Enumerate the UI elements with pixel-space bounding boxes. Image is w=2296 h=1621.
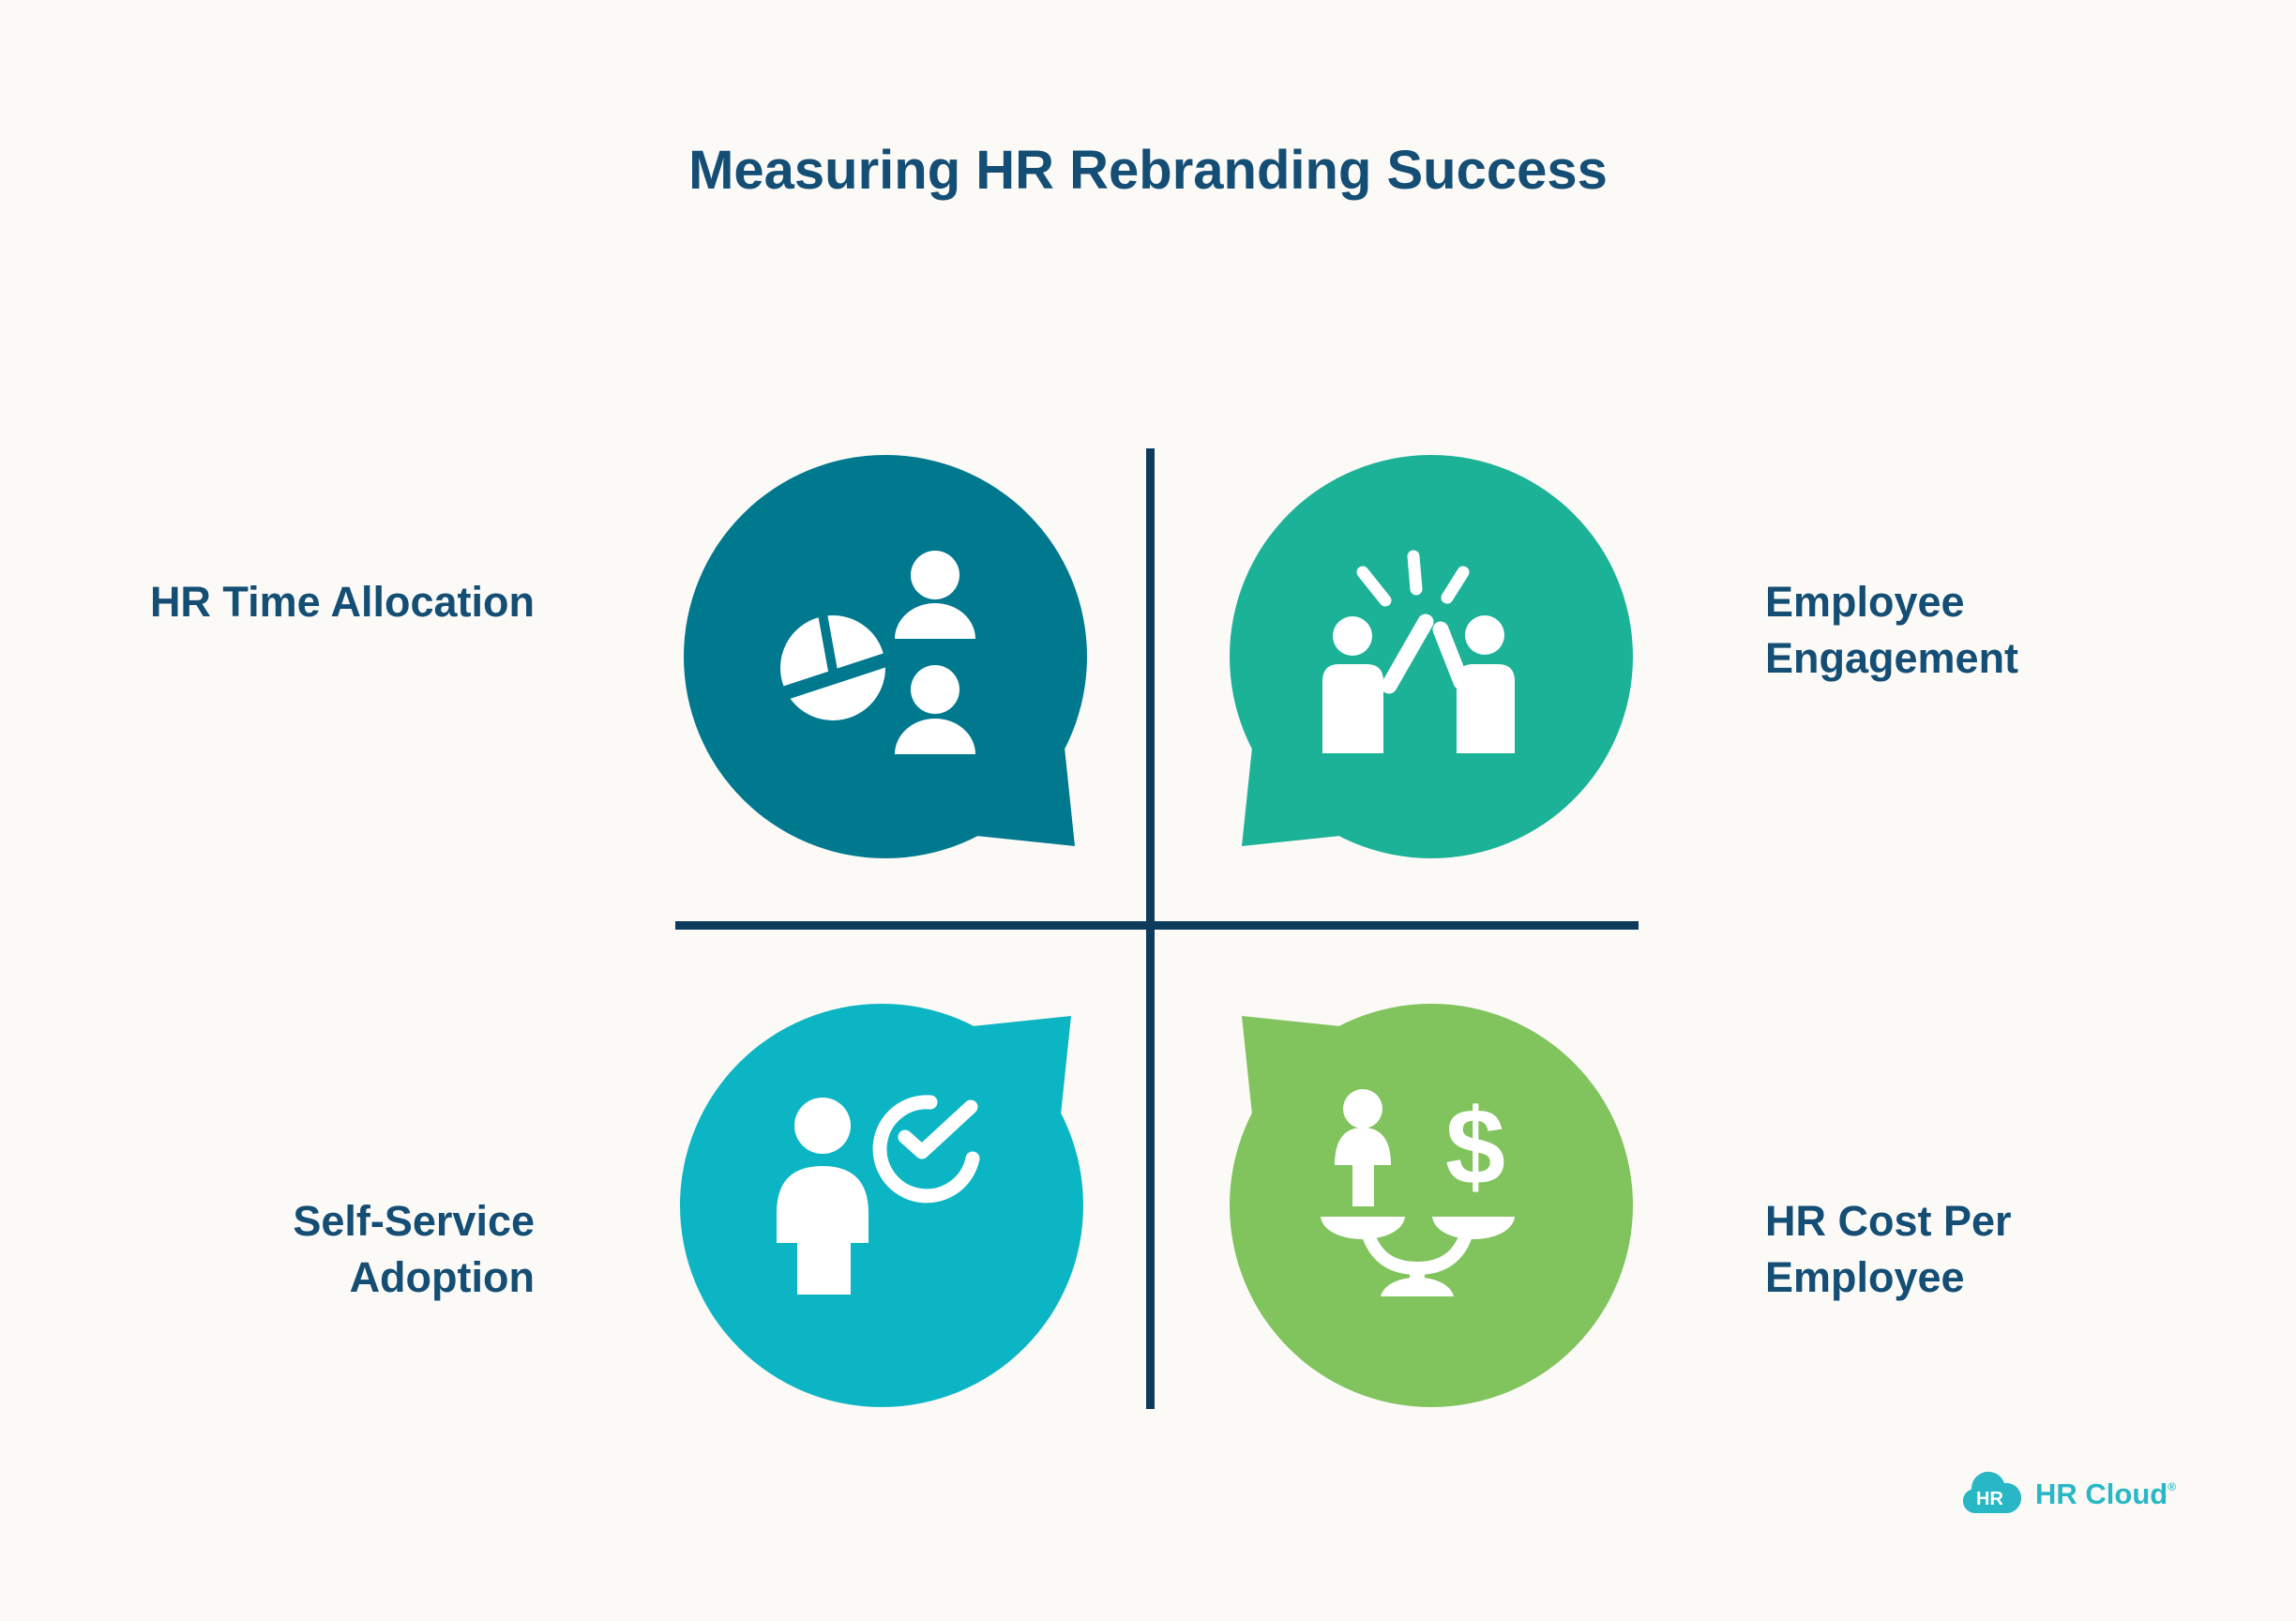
quadrant-bubble-employee-engagement (1164, 436, 1652, 924)
quadrant-bubble-hr-time-allocation (665, 436, 1153, 924)
page-title: Measuring HR Rebranding Success (688, 140, 1608, 201)
person-glyph (777, 1098, 869, 1295)
two-people-glyph (1322, 615, 1515, 753)
celebration-rays (1356, 550, 1470, 607)
people-glyph (895, 551, 975, 754)
quadrant-bubble-self-service-adoption (661, 938, 1149, 1426)
label-line: Self-Service (293, 1197, 535, 1245)
person-check-icon (680, 1004, 1083, 1407)
label-line: Employee (1765, 578, 1965, 626)
logo-brand-text: HR Cloud (2035, 1477, 2168, 1510)
quadrant-label-hr-cost-per-employee: HR Cost Per Employee (1765, 1193, 2253, 1306)
quadrant-label-employee-engagement: Employee Engagement (1765, 574, 2253, 687)
label-line: HR Time Allocation (149, 578, 535, 626)
check-circle-glyph (872, 1095, 980, 1204)
divider-horizontal-line (675, 921, 1639, 930)
hr-cloud-logo: HR HR Cloud® (1956, 1469, 2176, 1518)
cloud-icon: HR (1962, 1471, 2022, 1514)
dollar-sign-glyph: $ (1445, 1087, 1505, 1207)
label-line: Employee (1765, 1253, 1965, 1301)
pie-chart-glyph (767, 608, 899, 720)
speech-bubble-shape (680, 1004, 1083, 1407)
high-five-icon (1230, 455, 1633, 858)
registered-mark: ® (2168, 1479, 2177, 1493)
high-five-arms (1381, 614, 1470, 694)
person-glyph (1335, 1089, 1391, 1206)
speech-bubble-shape (1230, 455, 1633, 858)
label-line: HR Cost Per (1765, 1197, 2012, 1245)
label-line: Adoption (349, 1253, 535, 1301)
label-line: Engagement (1765, 634, 2019, 682)
pie-chart-people-icon (684, 455, 1087, 858)
scale-stand (1359, 1218, 1475, 1296)
quadrant-bubble-hr-cost-per-employee: $ (1164, 938, 1652, 1426)
speech-bubble-shape (1230, 1004, 1633, 1407)
logo-text: HR Cloud® (2035, 1479, 2176, 1508)
quadrant-label-self-service-adoption: Self-Service Adoption (94, 1193, 535, 1306)
logo-badge-text: HR (1976, 1489, 2003, 1509)
balance-scale-dollar-icon: $ (1230, 1004, 1633, 1407)
quadrant-label-hr-time-allocation: HR Time Allocation (94, 574, 535, 630)
